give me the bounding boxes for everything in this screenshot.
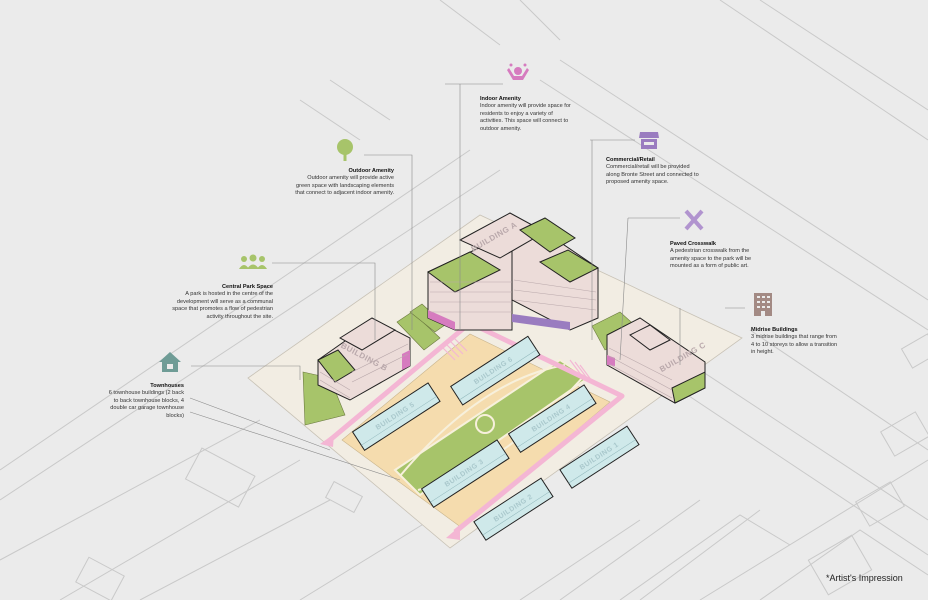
paved-crosswalk xyxy=(439,335,593,382)
storefront-icon xyxy=(639,132,659,149)
commercial-retail-note: Commercial/Retail Commercial/retail will… xyxy=(606,157,701,187)
central-park-note: Central Park Space A park is hosted in t… xyxy=(170,284,273,321)
note-title: Commercial/Retail xyxy=(606,157,655,163)
note-text: A park is hosted in the centre of the de… xyxy=(172,291,273,320)
townhouses-note: Townhouses 6 townhouse buildings (2 back… xyxy=(108,383,184,420)
indoor-amenity-note: Indoor Amenity Indoor amenity will provi… xyxy=(480,96,572,133)
note-text: Commercial/retail will be provided along… xyxy=(606,164,699,186)
path-arrow-left xyxy=(320,434,334,447)
note-text: 6 townhouse buildings (2 back to back to… xyxy=(108,390,184,419)
note-title: Midrise Buildings xyxy=(751,327,798,333)
person-celebrating-icon xyxy=(507,63,529,80)
note-title: Townhouses xyxy=(150,383,184,389)
people-group-icon xyxy=(239,254,267,269)
note-title: Outdoor Amenity xyxy=(348,168,394,174)
townhouse-building-4: BUILDING 4 xyxy=(507,384,597,454)
outdoor-amenity-note: Outdoor Amenity Outdoor amenity will pro… xyxy=(294,168,394,198)
house-icon xyxy=(159,352,181,372)
leader-lines xyxy=(189,83,745,481)
tree-icon xyxy=(337,139,353,161)
note-title: Indoor Amenity xyxy=(480,96,521,102)
note-text: Indoor amenity will provide space for re… xyxy=(480,103,571,132)
note-text: A pedestrian crosswalk from the amenity … xyxy=(670,248,752,270)
building-a: BUILDING A xyxy=(427,212,600,331)
note-text: Outdoor amenity will provide active gree… xyxy=(295,175,394,197)
path-arrow-bottom xyxy=(446,526,460,540)
midrise-note: Midrise Buildings 3 midrise buildings th… xyxy=(751,327,841,357)
note-title: Paved Crosswalk xyxy=(670,241,717,247)
townhouse-building-5: BUILDING 5 xyxy=(351,382,441,452)
artists-impression-footnote: *Artist's Impression xyxy=(826,573,903,583)
office-building-icon xyxy=(754,293,772,316)
note-text: 3 midrise buildings that range from 4 to… xyxy=(751,334,838,356)
pedestrian-loop-path xyxy=(328,320,625,534)
note-title: Central Park Space xyxy=(222,284,273,290)
pencil-brush-icon xyxy=(684,209,704,231)
paved-crosswalk-note: Paved Crosswalk A pedestrian crosswalk f… xyxy=(670,241,768,271)
building-b: BUILDING B xyxy=(317,317,411,401)
